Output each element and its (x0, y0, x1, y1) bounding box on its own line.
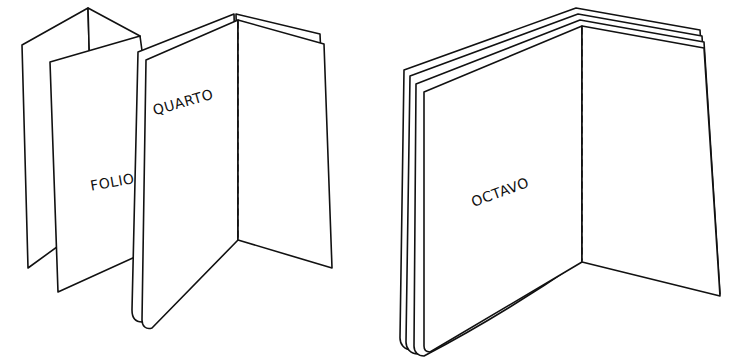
quarto-sheet (132, 14, 332, 329)
octavo-sheet (400, 8, 720, 356)
